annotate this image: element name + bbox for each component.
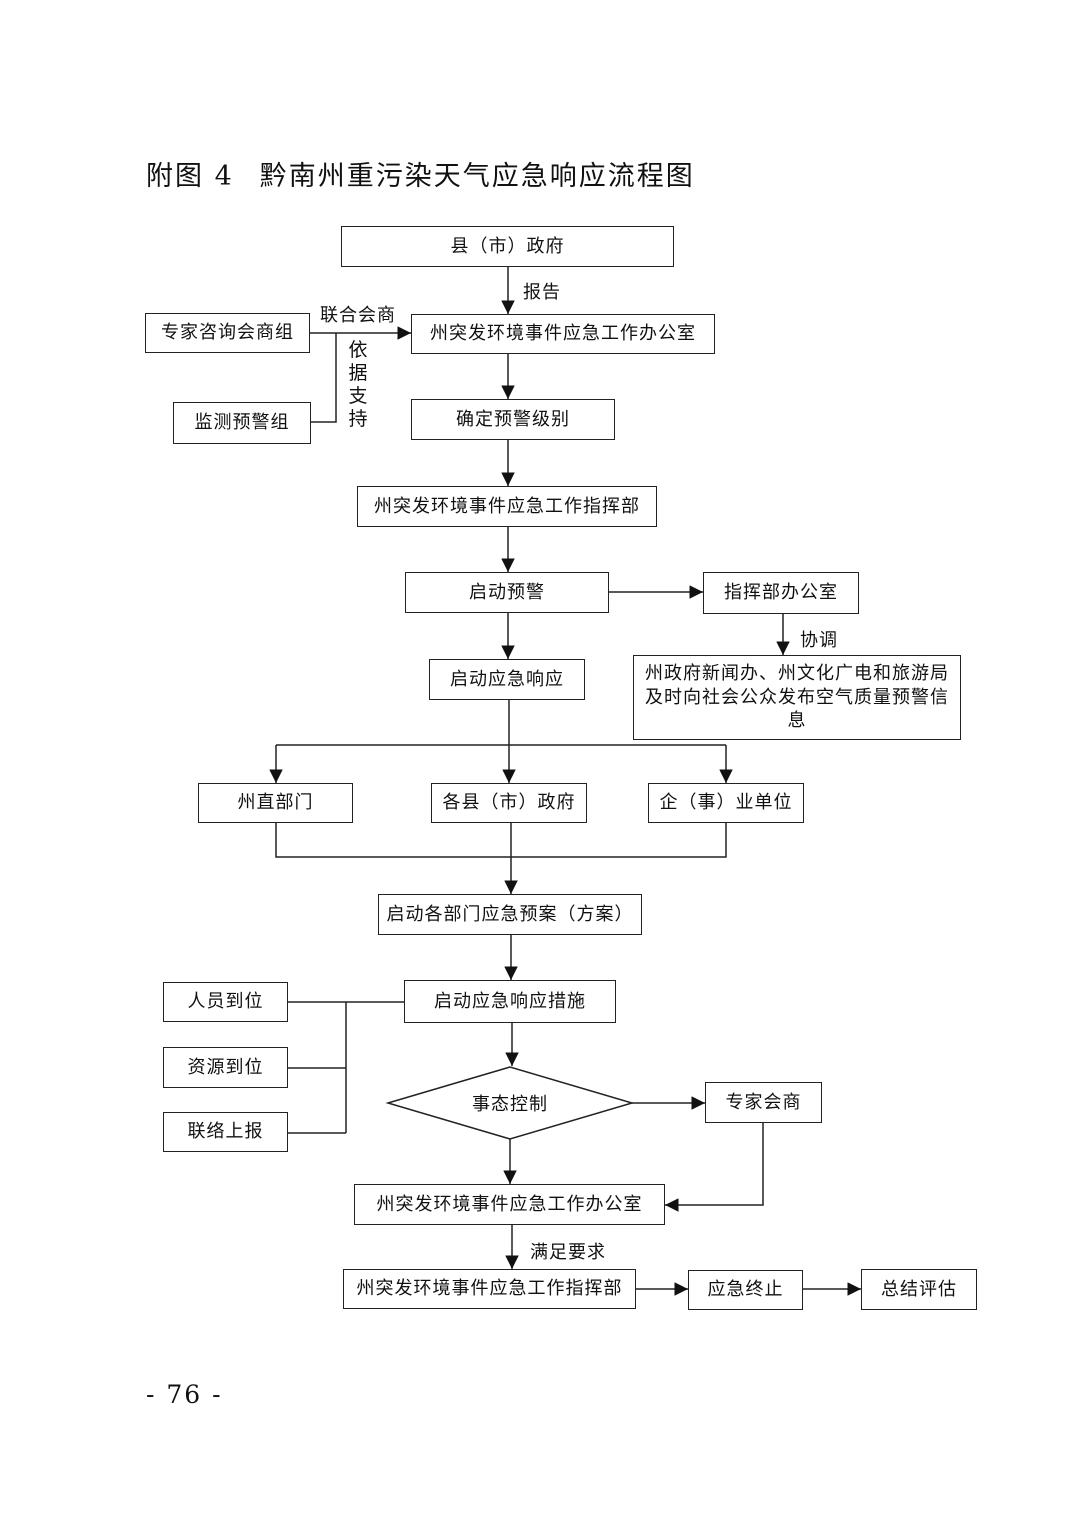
node-county-gov: 县（市）政府 [341,226,674,267]
label-joint-consult: 联合会商 [320,305,396,326]
node-personnel: 人员到位 [163,982,288,1022]
node-enterprises: 企（事）业单位 [648,783,804,823]
arrow-expert-to-office [665,1123,764,1212]
line-monitor-support [311,333,337,423]
node-office-1: 州突发环境事件应急工作办公室 [411,314,715,354]
node-hq-1: 州突发环境事件应急工作指挥部 [357,486,657,527]
node-expert-group: 专家咨询会商组 [145,313,310,353]
node-start-warning: 启动预警 [405,572,609,613]
label-coordinate: 协调 [800,630,838,651]
label-basis-support: 依据支持 [348,339,368,430]
node-monitor-group: 监测预警组 [173,402,311,444]
figure-number: 附图 4 [146,161,234,192]
line-merge [275,823,727,858]
node-liaison: 联络上报 [163,1112,288,1152]
node-expert-consult: 专家会商 [705,1082,822,1123]
node-hq-office: 指挥部办公室 [703,572,859,614]
node-start-response: 启动应急响应 [429,659,585,700]
node-office-2: 州突发环境事件应急工作办公室 [354,1184,665,1225]
node-termination: 应急终止 [688,1270,803,1310]
node-determine-level: 确定预警级别 [411,399,615,440]
label-report: 报告 [523,282,561,303]
label-requirements-met: 满足要求 [530,1242,606,1263]
node-resources: 资源到位 [163,1047,288,1088]
node-county-govs: 各县（市）政府 [431,783,587,823]
node-situation-control: 事态控制 [472,1094,548,1115]
node-start-measures: 启动应急响应措施 [404,980,616,1023]
page-number: - 76 - [146,1380,223,1409]
page-title: 附图 4 黔南州重污染天气应急响应流程图 [146,154,695,193]
node-state-depts: 州直部门 [198,783,353,823]
figure-title: 黔南州重污染天气应急响应流程图 [259,161,695,192]
node-hq-2: 州突发环境事件应急工作指挥部 [343,1269,636,1309]
node-publish-info: 州政府新闻办、州文化广电和旅游局及时向社会公众发布空气质量预警信息 [633,655,961,740]
node-evaluation: 总结评估 [861,1269,977,1310]
node-start-plans: 启动各部门应急预案（方案） [378,894,642,935]
